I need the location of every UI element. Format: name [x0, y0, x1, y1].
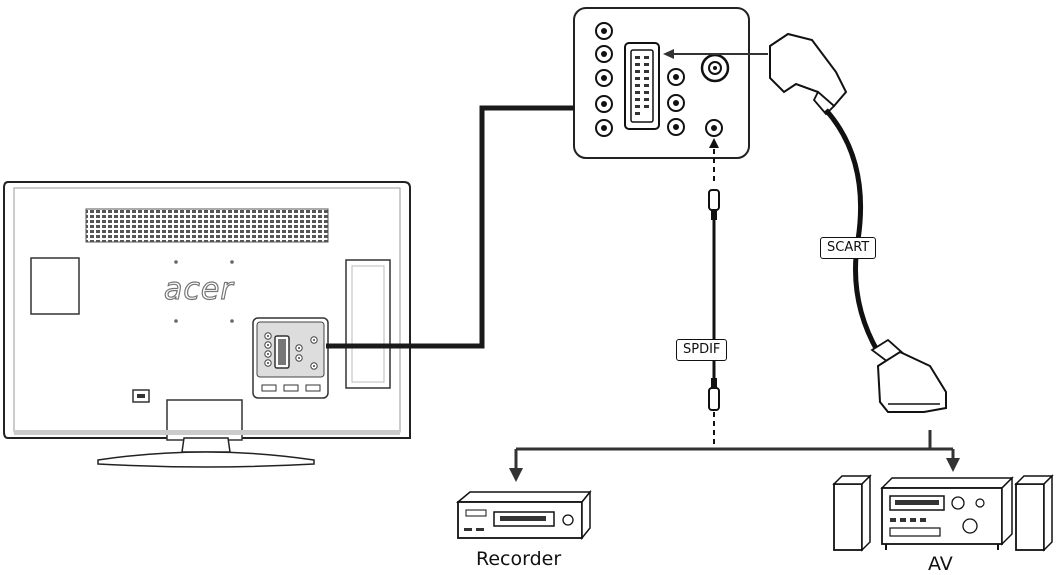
audio-jack-column [667, 68, 685, 136]
tv-to-panel-cable [326, 105, 574, 349]
spdif-cable-label: SPDIF [676, 339, 728, 361]
scart-cable-label: SCART [820, 237, 877, 259]
tv-brand-logo: acer [163, 271, 234, 307]
vesa-screws [174, 260, 234, 323]
recorder-device [455, 489, 592, 541]
spdif-socket [705, 119, 723, 137]
tv-io-panel [252, 317, 329, 399]
tv-back [3, 181, 411, 468]
av-system [832, 474, 1054, 552]
scart-socket [624, 42, 660, 130]
tv-side-panel [30, 257, 80, 315]
connector-panel-zoom [573, 7, 768, 159]
recorder-caption: Recorder [476, 548, 562, 570]
spdif-cable [708, 138, 720, 446]
av-caption: AV [928, 553, 953, 575]
tv-stand [181, 437, 231, 453]
tv-vent-grille [85, 208, 329, 243]
antenna-socket [700, 53, 730, 83]
scart-cable [769, 32, 947, 413]
distribution-lines [509, 430, 960, 482]
